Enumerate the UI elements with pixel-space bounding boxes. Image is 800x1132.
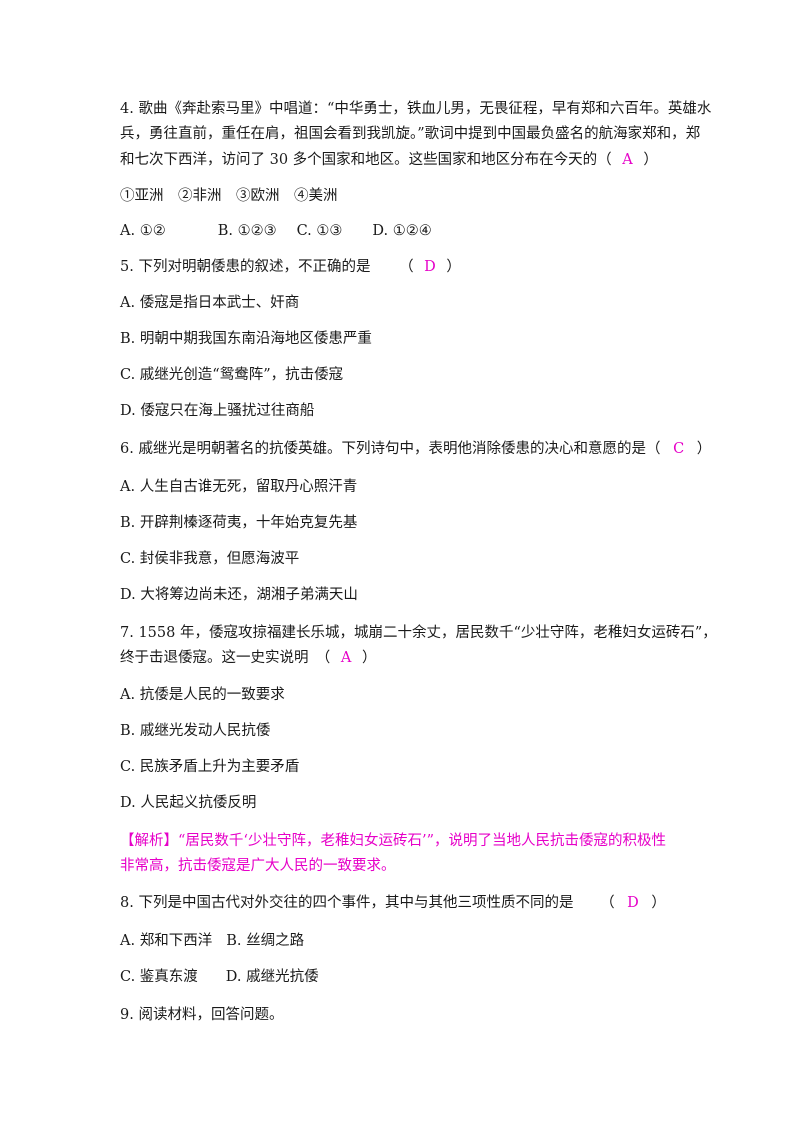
q7-analysis-line2: 非常高，抗击倭寇是广大人民的一致要求。	[120, 858, 396, 874]
q7-stem-line2-text: 终于击退倭寇。这一史实说明 （	[120, 650, 331, 666]
q7-stem-line1: 7. 1558 年，倭寇攻掠福建长乐城，城崩二十余丈，居民数千“少壮守阵，老稚妇…	[120, 625, 717, 641]
q4-option-c: C. ①③	[296, 223, 343, 239]
q6-option-c: C. 封侯非我意，但愿海波平	[120, 551, 300, 567]
q6-option-d: D. 大将筹边尚未还，湖湘子弟满天山	[120, 587, 358, 603]
q4-option-b: B. ①②③	[217, 223, 277, 239]
q5-open-paren: （	[399, 259, 414, 275]
q9-stem: 9. 阅读材料，回答问题。	[120, 1007, 284, 1023]
q6-stem: 6. 戚继光是明朝著名的抗倭英雄。下列诗句中，表明他消除倭患的决心和意愿的是（ …	[120, 440, 711, 458]
q5-close-paren: ）	[446, 259, 461, 275]
q8-stem-text: 8. 下列是中国古代对外交往的四个事件，其中与其他三项性质不同的是	[120, 895, 574, 911]
q6-close-paren: ）	[696, 441, 712, 457]
q4-stem-line1: 4. 歌曲《奔赴索马里》中唱道：“中华勇士，铁血儿男，无畏征程，早有郑和六百年。…	[120, 101, 712, 117]
q8-stem: 8. 下列是中国古代对外交往的四个事件，其中与其他三项性质不同的是 （ D ）	[120, 894, 690, 912]
q8-close-paren: ）	[651, 895, 666, 911]
q7-close-paren: ）	[361, 650, 377, 666]
q4-items: ①亚洲 ②非洲 ③欧洲 ④美洲	[120, 188, 338, 204]
q4-stem-line2: 兵，勇往直前，重任在肩，祖国会看到我凯旋。”歌词中提到中国最负盛名的航海家郑和，…	[120, 126, 701, 142]
q6-option-a: A. 人生自古谁无死，留取丹心照汗青	[120, 479, 358, 495]
q6-answer: C	[673, 441, 685, 457]
q7-option-d: D. 人民起义抗倭反明	[120, 795, 257, 811]
q7-option-b: B. 戚继光发动人民抗倭	[120, 723, 271, 739]
q5-answer: D	[424, 259, 436, 275]
q4-option-d: D. ①②④	[372, 223, 432, 239]
q5-option-b: B. 明朝中期我国东南沿海地区倭患严重	[120, 331, 372, 347]
q8-options-row1: A. 郑和下西洋 B. 丝绸之路	[120, 932, 690, 950]
q8-option-b: B. 丝绸之路	[226, 933, 305, 949]
q7-stem-line2: 终于击退倭寇。这一史实说明 （ A ）	[120, 649, 690, 667]
q4-option-a: A. ①②	[120, 223, 166, 239]
q8-open-paren: （	[600, 895, 615, 911]
q4-stem-line3-text: 和七次下西洋，访问了 30 多个国家和地区。这些国家和地区分布在今天的（	[120, 152, 612, 168]
q8-option-d: D. 戚继光抗倭	[225, 969, 319, 985]
q5-option-a: A. 倭寇是指日本武士、奸商	[120, 295, 300, 311]
q6-stem-text: 6. 戚继光是明朝著名的抗倭英雄。下列诗句中，表明他消除倭患的决心和意愿的是（	[120, 441, 661, 457]
q8-option-c: C. 鉴真东渡	[120, 969, 198, 985]
q7-option-c: C. 民族矛盾上升为主要矛盾	[120, 759, 300, 775]
q5-stem-text: 5. 下列对明朝倭患的叙述，不正确的是	[120, 259, 371, 275]
q7-analysis-line1: 【解析】“居民数千‘少壮守阵，老稚妇女运砖石’”，说明了当地人民抗击倭寇的积极性	[120, 833, 667, 849]
q5-option-d: D. 倭寇只在海上骚扰过往商船	[120, 403, 315, 419]
q5-option-c: C. 戚继光创造“鸳鸯阵”，抗击倭寇	[120, 367, 344, 383]
q5-stem: 5. 下列对明朝倭患的叙述，不正确的是 （ D ）	[120, 258, 690, 276]
q4-stem-line3: 和七次下西洋，访问了 30 多个国家和地区。这些国家和地区分布在今天的（ A ）	[120, 151, 690, 169]
q7-answer: A	[340, 650, 352, 666]
q8-answer: D	[627, 895, 639, 911]
q6-option-b: B. 开辟荆榛逐荷夷，十年始克复先基	[120, 515, 358, 531]
q4-answer: A	[622, 152, 633, 168]
q7-option-a: A. 抗倭是人民的一致要求	[120, 687, 285, 703]
q8-option-a: A. 郑和下西洋	[120, 933, 213, 949]
q4-close-paren: ）	[643, 152, 658, 168]
q4-options: A. ①② B. ①②③ C. ①③ D. ①②④	[120, 222, 690, 240]
q8-options-row2: C. 鉴真东渡 D. 戚继光抗倭	[120, 968, 690, 986]
